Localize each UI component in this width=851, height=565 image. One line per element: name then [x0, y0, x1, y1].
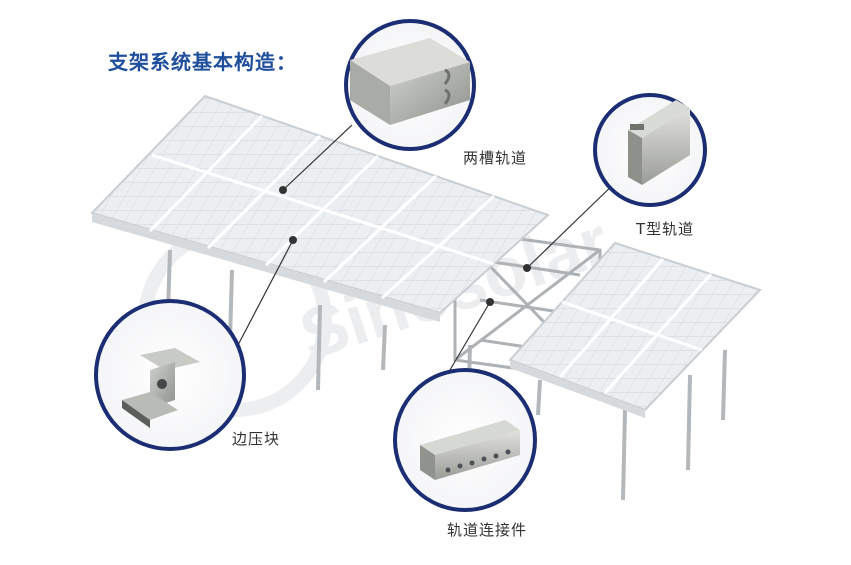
t-rail-icon	[628, 100, 690, 185]
callout-double-groove-rail	[344, 19, 476, 151]
label-t-rail: T型轨道	[636, 220, 695, 238]
label-double-groove-rail: 两槽轨道	[463, 149, 528, 167]
diagram-title: 支架系统基本构造：	[108, 50, 297, 74]
callout-rail-connector	[393, 368, 537, 512]
solar-array-left	[90, 94, 550, 322]
leader-dots	[279, 186, 531, 306]
solar-array-right	[508, 241, 762, 418]
label-rail-connector: 轨道连接件	[447, 521, 528, 539]
leader-lines	[237, 124, 621, 376]
callout-t-rail	[593, 93, 707, 207]
callout-edge-clamp	[94, 299, 246, 451]
label-edge-clamp: 边压块	[232, 430, 281, 448]
double-groove-rail-icon	[350, 38, 470, 125]
edge-clamp-icon	[122, 348, 200, 428]
rail-connector-icon	[420, 420, 520, 480]
